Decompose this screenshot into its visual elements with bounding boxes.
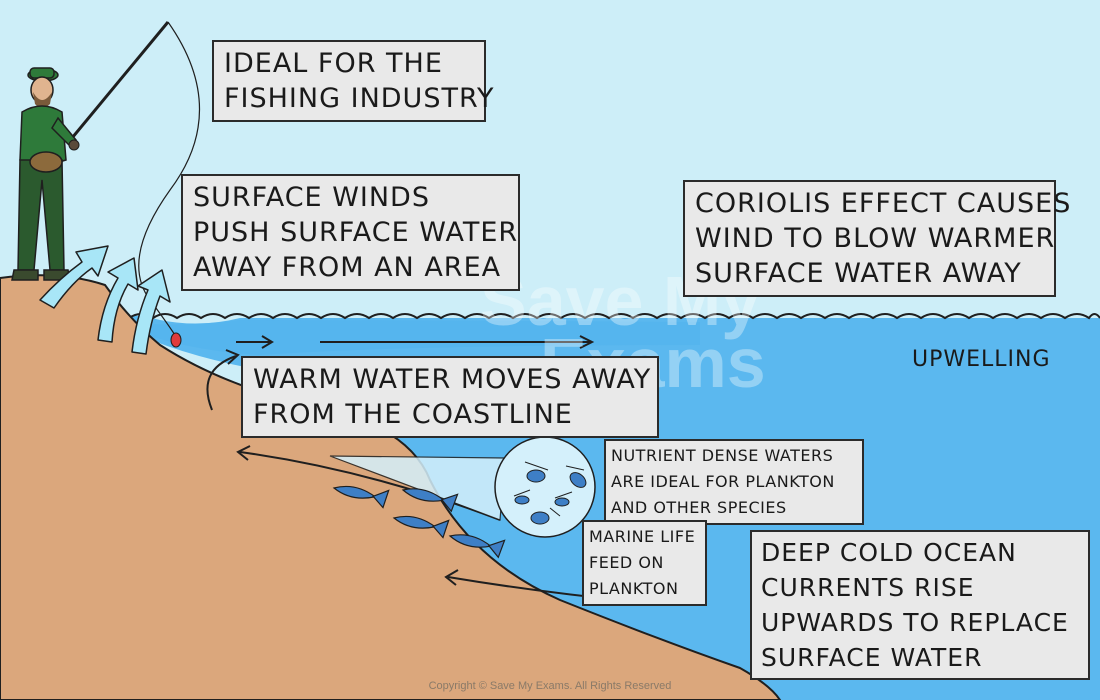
label-coriolis: CORIOLIS EFFECT CAUSES WIND TO BLOW WARM… xyxy=(683,180,1072,297)
label-line: SURFACE WATER AWAY xyxy=(695,258,1022,289)
label-line: NUTRIENT DENSE WATERS xyxy=(611,446,834,465)
plankton-circle xyxy=(494,436,596,538)
ocean-shallow-band xyxy=(105,318,700,355)
label-line: DEEP COLD OCEAN xyxy=(761,538,1017,567)
fishing-float xyxy=(170,332,182,348)
fisherman xyxy=(11,67,80,281)
fish xyxy=(392,515,450,539)
label-line: SURFACE WINDS xyxy=(193,182,430,213)
fish xyxy=(332,485,390,509)
label-line: UPWARDS TO REPLACE xyxy=(761,608,1069,637)
label-fishing-industry: IDEAL FOR THE FISHING INDUSTRY xyxy=(212,40,495,122)
label-line: CURRENTS RISE xyxy=(761,573,975,602)
label-deep-cold: DEEP COLD OCEAN CURRENTS RISE UPWARDS TO… xyxy=(750,530,1090,680)
fish xyxy=(448,534,506,559)
label-line: AWAY FROM AN AREA xyxy=(193,252,502,283)
wind-arrow xyxy=(39,245,109,309)
fishing-rod xyxy=(70,21,170,139)
label-line: FISHING INDUSTRY xyxy=(224,83,495,114)
label-line: AND OTHER SPECIES xyxy=(611,498,787,517)
label-surface-winds: SURFACE WINDS PUSH SURFACE WATER AWAY FR… xyxy=(181,174,520,291)
current-arrow-curve xyxy=(206,355,237,411)
label-line: SURFACE WATER xyxy=(761,643,983,672)
label-upwelling: UPWELLING xyxy=(912,347,1051,372)
fish-school xyxy=(332,485,506,559)
label-line: MARINE LIFE xyxy=(589,527,696,546)
current-arrows xyxy=(206,335,661,605)
copyright-notice: Copyright © Save My Exams. All Rights Re… xyxy=(428,680,672,692)
label-marine-life: MARINE LIFE FEED ON PLANKTON xyxy=(582,520,707,606)
label-line: CORIOLIS EFFECT CAUSES xyxy=(695,188,1072,219)
label-line: FEED ON xyxy=(589,553,664,572)
label-line: WIND TO BLOW WARMER xyxy=(695,223,1056,254)
wind-arrow xyxy=(131,269,171,355)
label-line: PLANKTON xyxy=(589,579,679,598)
label-nutrient: NUTRIENT DENSE WATERS ARE IDEAL FOR PLAN… xyxy=(604,439,864,525)
label-line: PUSH SURFACE WATER xyxy=(193,217,519,248)
fish xyxy=(401,488,459,513)
fishing-line xyxy=(138,21,201,336)
label-warm-water: WARM WATER MOVES AWAY FROM THE COASTLINE xyxy=(241,356,659,438)
wind-arrows xyxy=(39,245,171,355)
label-line: FROM THE COASTLINE xyxy=(253,399,573,430)
wind-arrow xyxy=(97,257,139,343)
label-line: WARM WATER MOVES AWAY xyxy=(253,364,652,395)
sea-surface-line xyxy=(104,313,1100,320)
label-line: ARE IDEAL FOR PLANKTON xyxy=(611,472,835,491)
label-line: IDEAL FOR THE xyxy=(224,48,443,79)
